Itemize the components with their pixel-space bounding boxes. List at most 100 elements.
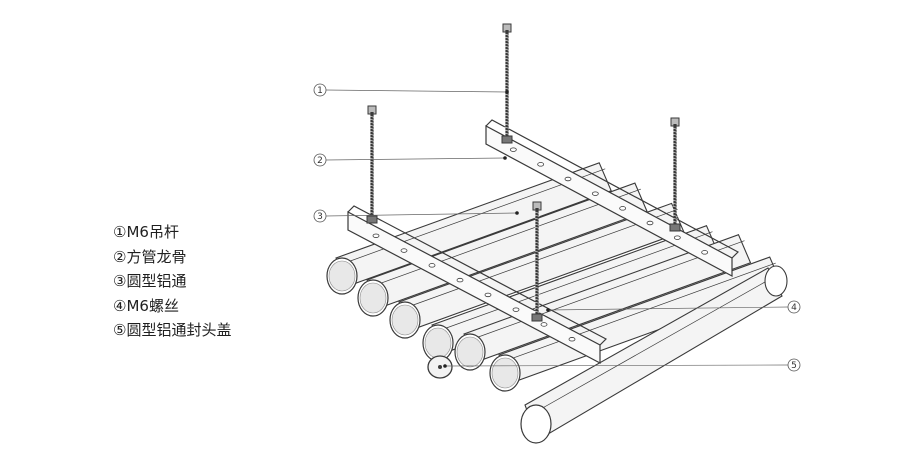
rod-thread	[672, 154, 678, 157]
rod-thread	[369, 124, 375, 127]
rod-thread	[504, 108, 510, 111]
rod-thread	[672, 187, 678, 190]
callout-leader-dot	[443, 364, 447, 368]
rod-thread	[369, 139, 375, 142]
rod-thread	[504, 117, 510, 120]
rod-thread	[534, 220, 540, 223]
rod-thread	[504, 114, 510, 117]
rod-thread	[369, 115, 375, 118]
rod-thread	[504, 63, 510, 66]
rod-thread	[504, 123, 510, 126]
hanger-rod	[366, 105, 378, 224]
callout-leader-line	[325, 212, 518, 217]
hanger-rod	[669, 117, 681, 232]
rod-thread	[369, 154, 375, 157]
rod-thread	[504, 72, 510, 75]
callout-3: 3	[313, 209, 519, 223]
callout-leader-line	[444, 364, 789, 367]
rod-thread	[504, 81, 510, 84]
keel-top	[485, 119, 739, 259]
m6-hanger-rods	[366, 23, 681, 322]
legend-number: ⑤	[113, 321, 127, 339]
callout-leader-dot	[546, 308, 550, 312]
rod-thread	[369, 190, 375, 193]
rod-thread	[672, 199, 678, 202]
tube-end-shade	[391, 304, 419, 336]
rod-thread	[369, 172, 375, 175]
rod-thread	[672, 190, 678, 193]
rod-thread	[504, 78, 510, 81]
rod-clip	[531, 313, 543, 322]
keel-slot	[619, 206, 627, 211]
rod-thread	[504, 129, 510, 132]
round-tube	[389, 202, 685, 339]
component-legend: ①M6吊杆 ②方管龙骨 ③圆型铝通 ④M6螺丝 ⑤圆型铝通封头盖	[113, 220, 231, 343]
rod-thread	[672, 157, 678, 160]
rod-thread	[369, 127, 375, 130]
rod-thread	[672, 217, 678, 220]
rod-thread	[534, 256, 540, 259]
rod-thread	[504, 42, 510, 45]
rod-thread	[504, 99, 510, 102]
rod-thread	[534, 226, 540, 229]
tube-groove-line	[404, 209, 678, 309]
tube-end-shade	[359, 282, 387, 314]
rod-thread	[369, 136, 375, 139]
square-tube-keels	[347, 119, 739, 364]
rod-thread	[534, 277, 540, 280]
rod-thread	[369, 151, 375, 154]
rod-thread	[534, 265, 540, 268]
legend-number: ③	[113, 272, 127, 290]
rod-thread	[369, 178, 375, 181]
legend-label: M6螺丝	[126, 296, 179, 315]
rod-thread	[672, 208, 678, 211]
keel-slot	[673, 235, 681, 240]
rod-thread	[369, 169, 375, 172]
rod-thread	[672, 160, 678, 163]
round-aluminum-tubes	[326, 162, 788, 444]
rod-thread	[534, 244, 540, 247]
keel-face	[347, 211, 601, 364]
callout-leader-dot	[505, 90, 509, 94]
rod-clip	[501, 135, 513, 144]
rod-thread	[369, 193, 375, 196]
rod-thread	[504, 45, 510, 48]
keel-slot	[456, 277, 464, 283]
rod-thread	[534, 280, 540, 283]
rod-thread	[672, 163, 678, 166]
rod-thread	[672, 133, 678, 136]
rod-thread	[369, 175, 375, 178]
keel-slot	[484, 292, 492, 298]
legend-label: 圆型铝通	[126, 272, 187, 290]
rod-thread	[672, 172, 678, 175]
rod-thread	[369, 130, 375, 133]
rod-thread	[369, 163, 375, 166]
rod-thread	[369, 208, 375, 211]
rod-thread	[534, 250, 540, 253]
rod-thread	[534, 232, 540, 235]
legend-label: 方管龙骨	[126, 247, 187, 266]
tube-end-shade	[491, 357, 519, 389]
tube-end-face	[520, 404, 552, 444]
tube-groove-line	[437, 231, 713, 332]
rod-clip	[669, 223, 681, 232]
callout-5: 5	[443, 358, 801, 372]
callout-leader-dot	[503, 156, 507, 160]
rod-thread	[672, 181, 678, 184]
legend-item-round-tube: ③圆型铝通	[113, 269, 231, 294]
rod-thread	[369, 121, 375, 124]
rod-thread	[504, 84, 510, 87]
callout-leader-line	[325, 89, 508, 93]
tube-end-face	[764, 265, 788, 297]
callout-leader-dot	[515, 211, 519, 215]
rod-thread	[369, 145, 375, 148]
keel-slot	[400, 248, 408, 253]
rod-thread	[534, 259, 540, 262]
legend-number: ②	[113, 247, 127, 266]
rod-thread	[534, 238, 540, 241]
rod-thread	[534, 214, 540, 217]
rod-thread	[369, 211, 375, 214]
